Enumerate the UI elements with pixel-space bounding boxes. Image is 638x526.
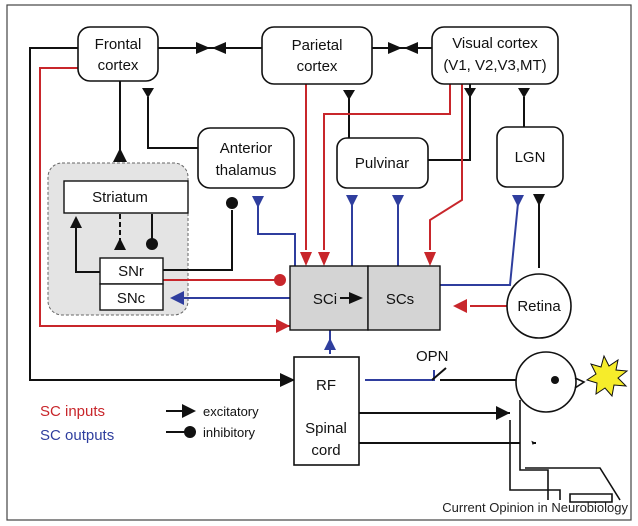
exc-terminal-striatum (113, 148, 127, 162)
blue-terminal-lgn (512, 195, 524, 207)
anterior-thalamus-node: Anterior thalamus (197, 127, 295, 189)
frontal-input-path (39, 67, 290, 327)
blue-terminal-pulvinar-1 (346, 195, 358, 207)
eye-icon (551, 376, 559, 384)
anterior-thalamus-label-2: thalamus (216, 162, 277, 179)
red-inh-terminal-snr-sci (274, 274, 286, 286)
legend-excitatory-terminal-icon (182, 404, 196, 418)
scs-lgn-output (440, 202, 519, 286)
red-terminal-retina-scs (453, 299, 467, 313)
rf-spinal-node: RF Spinal cord (293, 356, 360, 466)
sci-thalamus-output (257, 200, 296, 266)
legend-sc-outputs: SC outputs (40, 427, 114, 444)
snr-label: SNr (118, 263, 144, 280)
exc-terminal-parietal-visual-a (388, 42, 402, 54)
exc-terminal-snr-dashed (114, 238, 126, 250)
frontal-to-rf-path (29, 47, 295, 381)
anterior-thalamus-label-1: Anterior (220, 140, 273, 157)
snr-thalamus-path (163, 210, 233, 271)
legend-inhibitory-label: inhibitory (203, 425, 256, 440)
visual-cortex-label-2: (V1, V2,V3,MT) (443, 57, 546, 74)
exc-terminal-striatum-snr (70, 216, 82, 228)
blue-terminal-snc (170, 291, 184, 305)
pulvinar-node: Pulvinar (336, 137, 429, 189)
exc-terminal-pulvinar-parietal (343, 90, 355, 100)
striatum-snr-loop (75, 222, 100, 273)
figure-frame (6, 4, 632, 521)
legend-excitatory-label: excitatory (203, 404, 259, 419)
rf-label: RF (316, 377, 336, 394)
exc-terminal-retina-lgn (533, 194, 545, 206)
lgn-label: LGN (515, 149, 546, 166)
pulvinar-visual-path (428, 83, 471, 161)
red-terminal-frontal-sci (276, 319, 290, 333)
exc-terminal-parietal-visual-b (404, 42, 418, 54)
striatum-label: Striatum (92, 189, 148, 206)
exc-terminal-frontal-rf (280, 373, 295, 387)
frontal-cortex-node: Frontal cortex (77, 26, 159, 82)
scs-node: SCs (367, 265, 441, 331)
red-terminal-parietal-sci (300, 252, 312, 266)
visual-input-path-1 (323, 84, 451, 250)
exc-terminal-frontal-parietal-b (212, 42, 226, 54)
star-burst-icon (585, 354, 629, 398)
opn-gate-line (431, 367, 447, 381)
exc-terminal-thalamus-frontal (142, 88, 154, 98)
rf-opn-output (365, 370, 435, 381)
exc-terminal-body-1 (496, 406, 510, 420)
thalamus-frontal-path (147, 97, 198, 149)
exc-terminal-lgn-visual (518, 88, 530, 98)
visual-cortex-node: Visual cortex (V1, V2,V3,MT) (431, 26, 559, 85)
blue-terminal-pulvinar-2 (392, 195, 404, 207)
snc-node: SNc (99, 283, 164, 311)
exc-terminal-pulvinar-visual (464, 88, 476, 98)
exc-terminal-sci-scs-overlay (349, 292, 363, 304)
snr-node: SNr (99, 257, 164, 285)
scs-label: SCs (386, 291, 414, 308)
snc-label: SNc (117, 290, 146, 307)
opn-label: OPN (416, 348, 449, 365)
figure-caption: Current Opinion in Neurobiology (442, 500, 628, 515)
person-figure-icon (509, 351, 621, 503)
exc-terminal-frontal-parietal-a (196, 42, 210, 54)
sci-node: SCi (289, 265, 369, 331)
inh-terminal-snc-striatum (146, 238, 158, 250)
sci-label: SCi (313, 291, 337, 308)
blue-terminal-rf (324, 338, 336, 350)
spinal-cord-label-1: Spinal (305, 420, 347, 437)
visual-cortex-label-1: Visual cortex (452, 35, 538, 52)
retina-label: Retina (517, 298, 561, 315)
blue-terminal-thalamus (252, 196, 264, 208)
red-terminal-visual-sci (318, 252, 330, 266)
parietal-cortex-node: Parietal cortex (261, 26, 373, 85)
visual-input-path-2 (429, 84, 463, 250)
frontal-cortex-label-1: Frontal (95, 36, 142, 53)
striatum-node: Striatum (63, 180, 189, 214)
spinal-cord-label-2: cord (311, 442, 340, 459)
parietal-cortex-label-1: Parietal (292, 37, 343, 54)
frontal-cortex-label-2: cortex (98, 57, 139, 74)
parietal-cortex-label-2: cortex (297, 58, 338, 75)
lgn-node: LGN (496, 126, 564, 188)
legend-inhibitory-terminal-icon (184, 426, 196, 438)
pulvinar-label: Pulvinar (355, 155, 409, 172)
red-terminal-visual-scs (424, 252, 436, 266)
legend-sc-inputs: SC inputs (40, 403, 105, 420)
retina-node: Retina (506, 273, 572, 339)
inh-terminal-snr-thalamus (226, 197, 238, 209)
